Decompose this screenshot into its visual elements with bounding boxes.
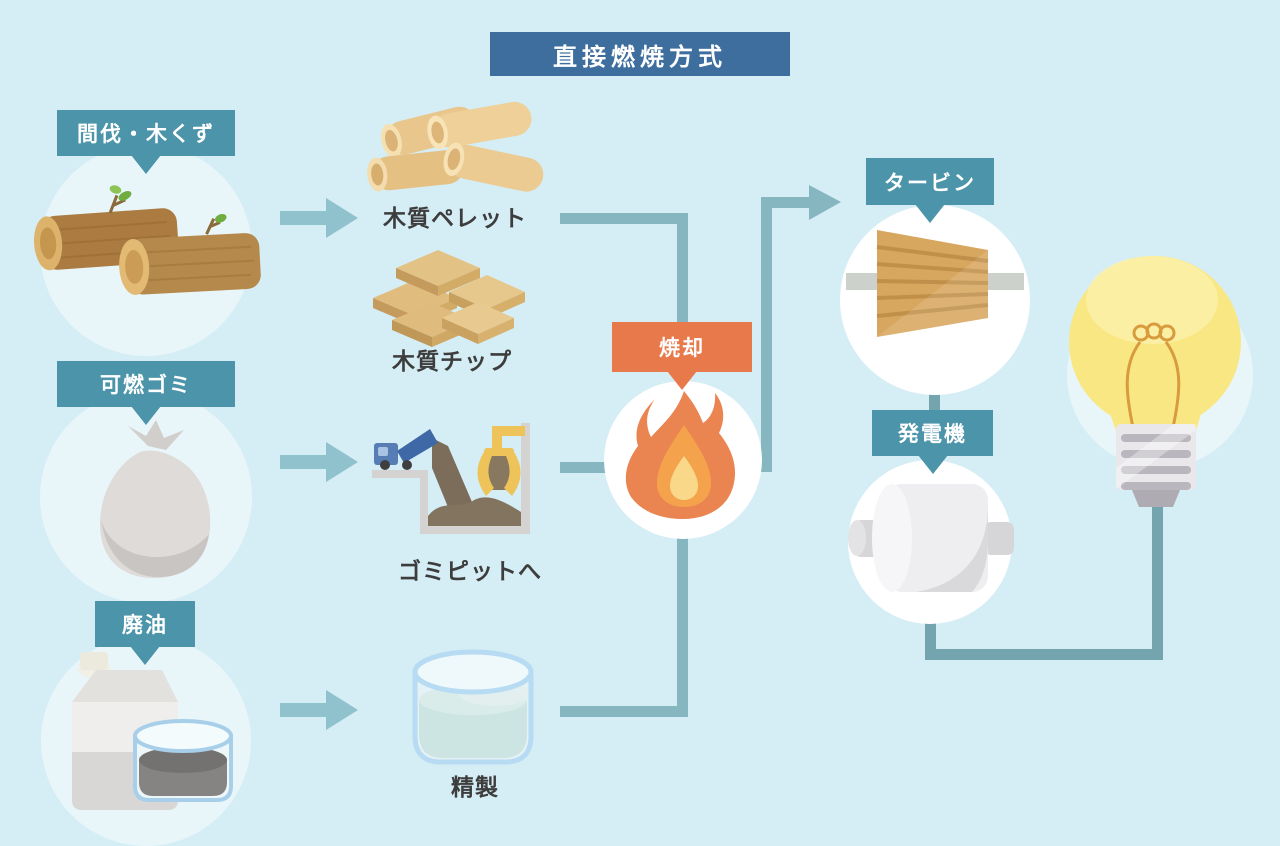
- diagram-title: 直接燃焼方式: [490, 32, 790, 76]
- bubble-pointer: [131, 406, 161, 425]
- label-generator: 発電機: [872, 410, 993, 474]
- bubble-pointer: [917, 455, 948, 474]
- caption-garbage-pit: ゴミピットへ: [398, 559, 542, 585]
- bubble-text: 廃油: [122, 613, 168, 637]
- arrow-right-icon: [280, 442, 358, 482]
- waste-oil-icon: [72, 652, 233, 810]
- fire-icon: [625, 391, 736, 519]
- connector-pellets-horizontal: [560, 213, 688, 224]
- bubble-pointer: [667, 371, 697, 390]
- label-waste-oil: 廃油: [95, 601, 195, 665]
- bubble-text: 可燃ゴミ: [100, 373, 192, 397]
- refining-tank-icon: [412, 649, 534, 765]
- connector-bulb-stem: [1152, 490, 1163, 660]
- label-turbine: タービン: [866, 158, 994, 223]
- bubble-pointer: [131, 155, 161, 174]
- connector-refine-horizontal: [560, 706, 688, 717]
- bubble-pointer: [915, 204, 945, 223]
- connector-turbine-generator: [929, 380, 940, 432]
- flow-connectors-light: [560, 185, 841, 717]
- turbine-icon: [846, 230, 1024, 337]
- caption-refining: 精製: [451, 775, 499, 801]
- wood-pellets-icon: [367, 101, 544, 192]
- connector-generator-down: [925, 620, 936, 660]
- source-arrows: [280, 198, 358, 730]
- wood-chips-icon: [373, 250, 525, 347]
- arrow-right-icon: [280, 198, 358, 238]
- bubble-text: 焼却: [659, 336, 705, 360]
- label-incineration: 焼却: [612, 322, 752, 390]
- label-thinning-wood-scraps: 間伐・木くず: [57, 110, 235, 174]
- arrow-right-icon: [280, 690, 358, 730]
- flow-connectors-dark: [925, 380, 1163, 660]
- arrow-head-turbine-icon: [809, 185, 841, 220]
- label-combustible-garbage: 可燃ゴミ: [57, 361, 235, 425]
- connector-refine-vertical: [677, 528, 688, 717]
- generator-icon: [848, 484, 1014, 592]
- connector-generator-bulb-horizontal: [925, 649, 1163, 660]
- connector-pellets-vertical: [677, 213, 688, 325]
- bubble-text: 間伐・木くず: [77, 122, 215, 146]
- garbage-bag-icon: [100, 420, 211, 579]
- logs-icon: [33, 185, 261, 295]
- filament: [1125, 322, 1181, 433]
- light-bulb-icon: [1069, 256, 1241, 507]
- garbage-pit-icon: [372, 423, 530, 534]
- caption-wood-chips: 木質チップ: [392, 349, 512, 375]
- bubble-pointer: [130, 646, 160, 665]
- bubble-text: タービン: [884, 170, 976, 195]
- connector-fire-turbine-horizontal: [761, 197, 809, 208]
- diagram-title-text: 直接燃焼方式: [553, 42, 727, 71]
- bubble-text: 発電機: [898, 422, 967, 446]
- base-ridges: [1121, 434, 1191, 490]
- caption-wood-pellets: 木質ペレット: [383, 206, 527, 232]
- connector-fire-turbine-vertical: [761, 197, 772, 472]
- connector-pit-to-fire: [560, 462, 615, 473]
